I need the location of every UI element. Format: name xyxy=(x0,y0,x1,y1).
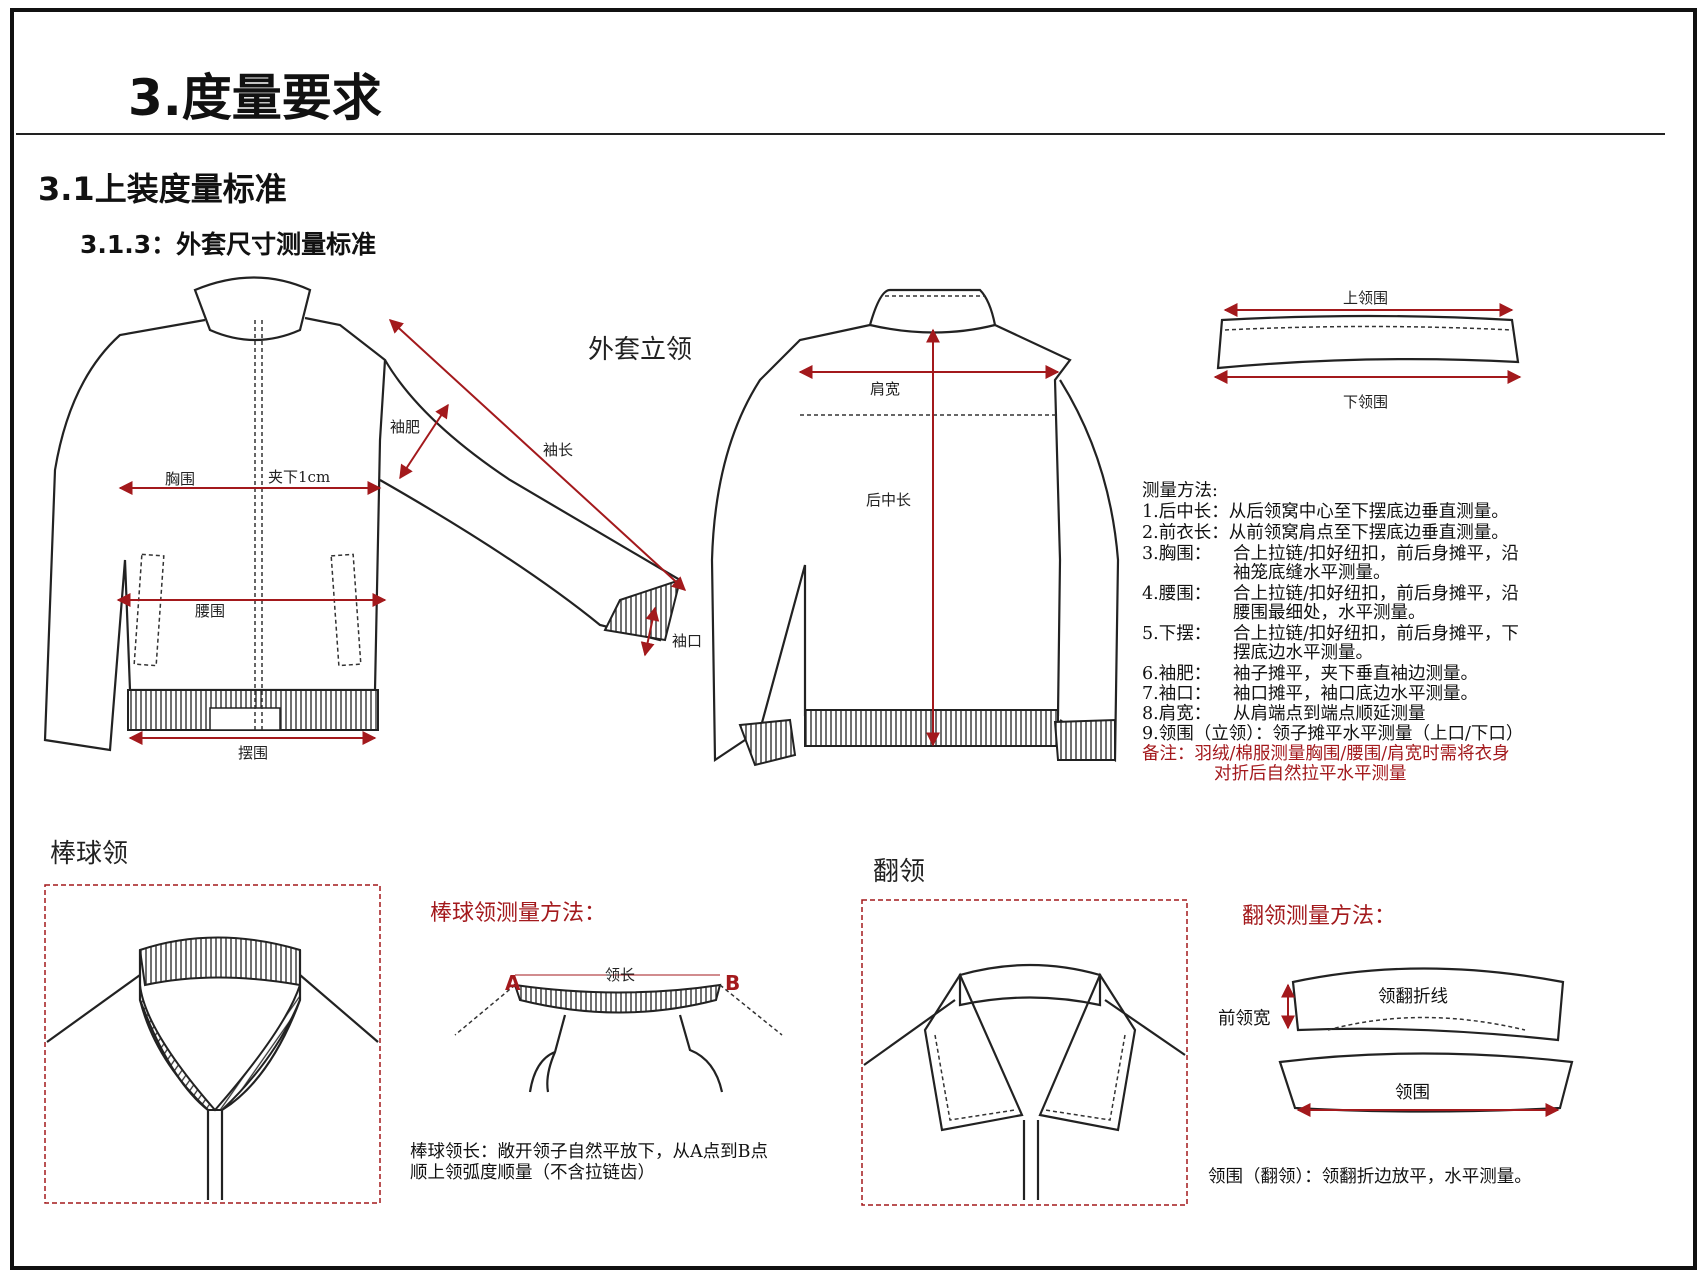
label-hem: 摆围 xyxy=(238,744,268,762)
lapel-desc: 领围（翻领）：领翻折边放平，水平测量。 xyxy=(1208,1167,1532,1187)
label-underarm: 夹下1cm xyxy=(268,468,330,486)
baseball-collar-title: 棒球领 xyxy=(50,839,128,869)
lapel-collar-title: 翻领 xyxy=(873,857,925,887)
label-fold-line: 领翻折线 xyxy=(1378,987,1448,1007)
label-lower-collar: 下领围 xyxy=(1343,393,1388,411)
label-collar-length: 领长 xyxy=(605,966,635,984)
subsection-heading: 3.1.3：外套尺寸测量标准 xyxy=(80,230,376,259)
method-item-cont: 袖笼底缝水平测量。 xyxy=(1233,563,1391,583)
label-front-width: 前领宽 xyxy=(1218,1009,1271,1029)
method-item: 2.前衣长：从前领窝肩点至下摆底边垂直测量。 xyxy=(1142,523,1509,543)
method-item: 7.袖口：袖口摊平，袖口底边水平测量。 xyxy=(1142,684,1478,704)
method-item: 8.肩宽：从肩端点到端点顺延测量 xyxy=(1142,704,1426,724)
stand-collar-drawing xyxy=(1213,303,1522,384)
method-item-cont: 腰围最细处，水平测量。 xyxy=(1233,603,1426,623)
label-sleeve-width: 袖肥 xyxy=(390,418,420,436)
method-item: 1.后中长：从后领窝中心至下摆底边垂直测量。 xyxy=(1142,502,1509,522)
label-cuff: 袖口 xyxy=(672,632,702,650)
method-item: 3.胸围：合上拉链/扣好纽扣，前后身摊平，沿 xyxy=(1142,544,1519,564)
method-item-cont: 摆底边水平测量。 xyxy=(1233,643,1373,663)
label-waist: 腰围 xyxy=(195,602,225,620)
method-note-cont: 对折后自然拉平水平测量 xyxy=(1214,764,1407,784)
measurement-method-list: 测量方法: 1.后中长：从后领窝中心至下摆底边垂直测量。 2.前衣长：从前领窝肩… xyxy=(1142,481,1523,784)
label-upper-collar: 上领围 xyxy=(1343,289,1388,307)
baseball-desc-line2: 顺上领弧度顺量（不含拉链齿） xyxy=(410,1163,655,1183)
lapel-collar-flat-drawing xyxy=(1278,967,1574,1117)
method-item: 5.下摆：合上拉链/扣好纽扣，前后身摊平，下 xyxy=(1142,624,1519,644)
back-jacket-drawing xyxy=(710,288,1120,767)
label-shoulder: 肩宽 xyxy=(870,380,900,398)
baseball-desc-line1: 棒球领长：敞开领子自然平放下，从A点到B点 xyxy=(410,1142,768,1162)
style-label: 外套立领 xyxy=(588,335,692,365)
lapel-method-title: 翻领测量方法： xyxy=(1242,904,1396,929)
label-chest: 胸围 xyxy=(165,470,195,488)
baseball-collar-drawing xyxy=(44,884,381,1204)
point-a: A xyxy=(505,971,521,995)
method-item: 9.领围（立领）：领子摊平水平测量（上口/下口） xyxy=(1142,724,1523,744)
page-title: 3.度量要求 xyxy=(128,69,382,127)
label-sleeve-length: 袖长 xyxy=(543,441,573,459)
point-b: B xyxy=(725,971,740,995)
method-item: 4.腰围：合上拉链/扣好纽扣，前后身摊平，沿 xyxy=(1142,584,1519,604)
baseball-collar-flat-drawing xyxy=(454,974,783,1093)
method-heading: 测量方法: xyxy=(1142,481,1218,501)
label-neck: 领围 xyxy=(1395,1083,1430,1103)
lapel-collar-drawing xyxy=(861,899,1188,1206)
method-item: 6.袖肥：袖子摊平，夹下垂直袖边测量。 xyxy=(1142,664,1478,684)
baseball-method-title: 棒球领测量方法： xyxy=(430,901,606,926)
page-border xyxy=(10,8,1697,1270)
section-heading: 3.1上装度量标准 xyxy=(38,170,287,208)
method-note: 备注：羽绒/棉服测量胸围/腰围/肩宽时需将衣身 xyxy=(1142,744,1510,764)
label-back-length: 后中长 xyxy=(866,491,911,509)
front-jacket-drawing xyxy=(43,276,687,752)
